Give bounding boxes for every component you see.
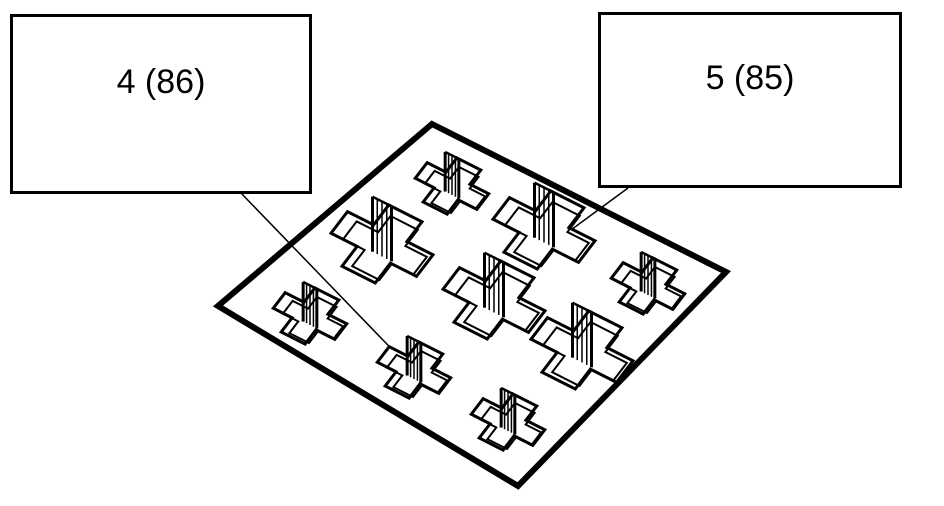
- cross-feature: [270, 280, 350, 346]
- callout-label-4: 4 (86): [116, 62, 206, 101]
- cross-feature: [374, 334, 454, 400]
- cross-feature: [528, 301, 636, 391]
- cross-feature: [468, 386, 548, 452]
- callout-label-5: 5 (85): [705, 58, 795, 97]
- callout-box-5: 5 (85): [598, 12, 902, 188]
- cross-feature: [412, 150, 492, 216]
- cross-feature: [490, 181, 598, 271]
- cross-feature: [608, 250, 688, 316]
- cross-feature: [328, 195, 436, 285]
- plate-outline: [212, 120, 732, 490]
- cross-features: [270, 150, 688, 452]
- leader-line-4: [239, 191, 411, 369]
- cross-feature: [440, 251, 548, 341]
- callout-box-4: 4 (86): [10, 14, 312, 194]
